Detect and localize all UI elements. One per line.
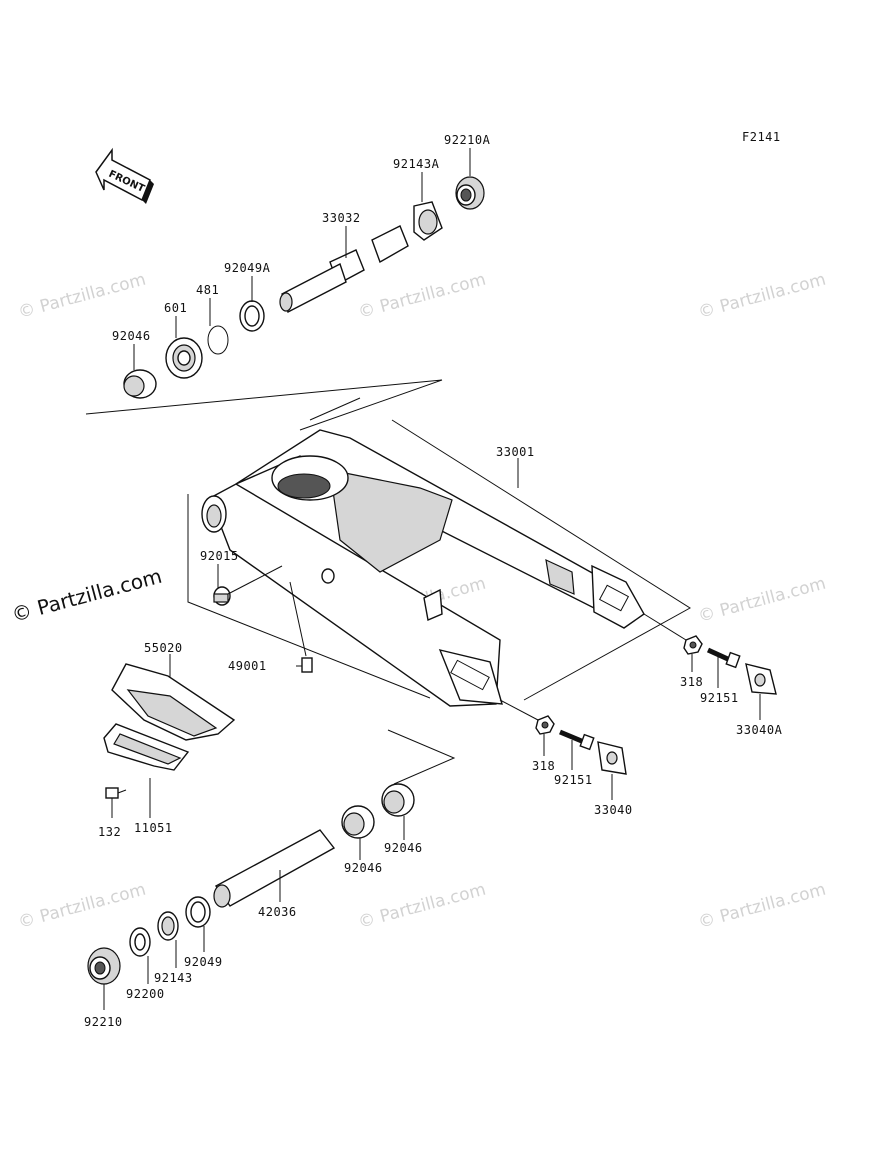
label-33032: 33032 (322, 211, 361, 225)
bolt-92151-right (706, 647, 741, 669)
nut-318-right (683, 635, 703, 655)
watermark: © Partzilla.com (356, 880, 488, 933)
needle-bearing-92046-b2 (381, 783, 415, 817)
label-481: 481 (196, 283, 219, 297)
label-42036: 42036 (258, 905, 297, 919)
pivot-group-top (85, 148, 485, 431)
label-92046-b2: 92046 (384, 841, 423, 855)
label-92046-top: 92046 (112, 329, 151, 343)
nut-92210 (87, 947, 121, 985)
collar-42036 (213, 829, 336, 908)
bolt-132 (105, 787, 127, 799)
label-33040a: 33040A (736, 723, 783, 737)
label-55020: 55020 (144, 641, 183, 655)
label-92151-right: 92151 (700, 691, 739, 705)
pivot-group-bottom (87, 729, 456, 1010)
label-92049a: 92049A (224, 261, 271, 275)
label-92210: 92210 (84, 1015, 123, 1029)
chain-cover-55020 (111, 663, 236, 741)
label-92143a: 92143A (393, 157, 440, 171)
watermark: © Partzilla.com (696, 574, 828, 627)
watermark: © Partzilla.com (356, 270, 488, 323)
chain-guide-11051 (103, 723, 190, 771)
label-92049: 92049 (184, 955, 223, 969)
figure-code: F2141 (742, 130, 781, 144)
front-arrow-icon: FRONT (95, 147, 154, 204)
adjuster-33040 (597, 741, 627, 775)
label-132: 132 (98, 825, 121, 839)
needle-bearing-92046 (123, 369, 157, 399)
label-318-right: 318 (680, 675, 703, 689)
bolt-92015 (213, 586, 231, 606)
label-92200: 92200 (126, 987, 165, 1001)
collar-92143a (413, 201, 443, 241)
label-318-mid: 318 (532, 759, 555, 773)
swingarm-33001 (187, 397, 691, 707)
watermark: © Partzilla.com (696, 270, 828, 323)
label-49001: 49001 (228, 659, 267, 673)
label-33040: 33040 (594, 803, 633, 817)
nut-92210a (455, 176, 485, 210)
watermark: © Partzilla.com (16, 270, 148, 323)
grease-fitting-49001 (296, 657, 313, 673)
part-labels: 92210A 92143A 33032 92049A 481 601 92046… (84, 133, 783, 1029)
label-11051: 11051 (134, 821, 173, 835)
adjuster-33040a (745, 663, 777, 695)
circlip-481 (207, 325, 229, 355)
watermark: © Partzilla.com (696, 880, 828, 933)
label-92046-b1: 92046 (344, 861, 383, 875)
watermark-main: © Partzilla.com (9, 564, 164, 627)
nut-318-mid (535, 715, 555, 735)
watermark: © Partzilla.com (16, 880, 148, 933)
bearing-601 (165, 337, 203, 379)
label-601: 601 (164, 301, 187, 315)
label-33001: 33001 (496, 445, 535, 459)
label-92143: 92143 (154, 971, 193, 985)
label-92151-mid: 92151 (554, 773, 593, 787)
label-92015: 92015 (200, 549, 239, 563)
bolt-92151-mid (559, 729, 595, 751)
label-92210a: 92210A (444, 133, 491, 147)
needle-bearing-92046-b1 (341, 805, 375, 839)
shaft-33032 (279, 225, 409, 313)
